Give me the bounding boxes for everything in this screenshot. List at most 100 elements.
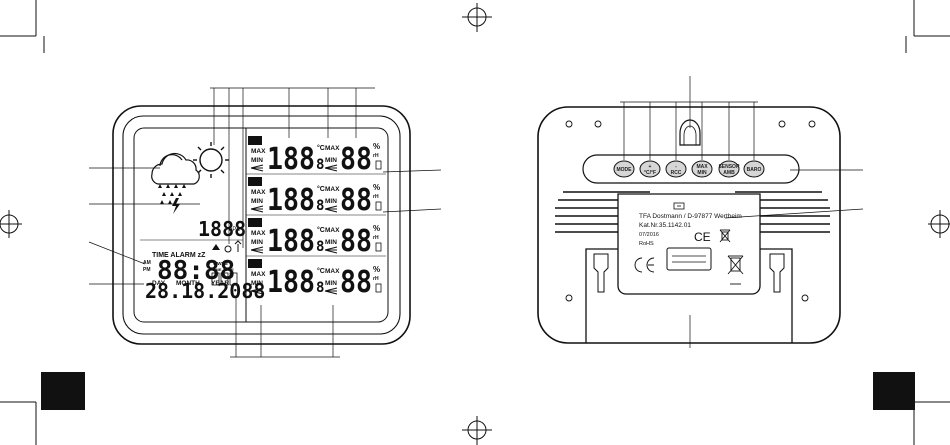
min-label: MIN [325,239,337,246]
battery-icon [375,242,382,252]
button-cap[interactable] [613,160,635,178]
rh-unit: rH [373,235,379,241]
max-label: MAX [325,227,340,234]
rh-unit: rH [373,153,379,159]
button-cap[interactable] [691,160,713,178]
trend-arrow-icon [324,287,338,295]
channel-badge [248,259,262,268]
button-cap[interactable] [718,160,740,178]
channel-badge [248,136,262,145]
battery-latch [666,247,712,271]
max-label: MAX [325,268,340,275]
trend-arrow-icon [324,205,338,213]
channel-badge-label: 1 [253,180,257,187]
min-label: MIN [325,198,337,205]
celsius-unit: °C [317,226,325,234]
button-sublabel: °C/°F [644,170,656,176]
date-display: 28.18.2088 [145,279,265,303]
max-label: MAX [325,145,340,152]
hanging-hole [679,119,701,146]
temperature-value: 188 [267,265,315,300]
clock-display: 88:88 [157,256,235,286]
month-label: MONTH [176,280,200,287]
button-sublabel: MIN [697,170,707,176]
rh-unit: rH [373,276,379,282]
stand-clip-left [593,253,609,293]
front-inner-frame [122,115,401,335]
min-label: MIN [325,280,337,287]
temperature-decimal: 8 [316,239,324,255]
time-zone-label: TIME ZONE [212,267,234,272]
label-line: 07/2016 [639,232,659,238]
humidity-percent-unit: % [373,265,380,274]
registration-marks [0,3,950,445]
button-cap[interactable] [743,160,765,178]
button-cap[interactable] [639,160,661,178]
min-label: MIN [251,198,263,205]
trend-arrow-icon [250,164,264,172]
humidity-percent-unit: % [373,142,380,151]
temperature-decimal: 8 [316,157,324,173]
battery-compartment [617,193,761,295]
button-sublabel: AMB [723,170,735,176]
humidity-value: 88 [340,265,372,300]
min-label: MIN [325,157,337,164]
alarm-bell-icon [224,245,232,253]
page-box-right [873,372,915,410]
button-cap[interactable] [665,160,687,178]
button-sublabel: RCC [671,170,682,176]
channel-badge-label: IN [252,139,259,146]
celsius-unit: °C [317,144,325,152]
min-label: MIN [251,157,263,164]
front-view: 1888 hPa TIME ALARM zZ AM PM 88:88 WWVB … [112,105,411,345]
humidity-value: 88 [340,224,372,259]
button-label: + [649,164,652,170]
time-zone-segments [211,272,238,286]
ce-embossed-icon [634,257,655,273]
trend-arrow-icon [250,205,264,213]
stand-clip-right [769,253,785,293]
humidity-percent-unit: % [373,183,380,192]
celsius-unit: °C [317,267,325,275]
humidity-value: 88 [340,183,372,218]
battery-icon [375,160,382,170]
battery-icon [375,201,382,211]
button-label: SENSOR [718,164,740,170]
trend-arrow-icon [324,164,338,172]
trend-arrow-icon [250,246,264,254]
ce-mark: CE [694,230,711,244]
channel-badge [248,177,262,186]
back-button-1[interactable]: MODE [613,160,635,178]
back-button-3[interactable]: -RCC [665,160,687,178]
temperature-decimal: 8 [316,198,324,214]
battery-icon [673,202,685,210]
temperature-value: 188 [267,224,315,259]
rh-unit: rH [373,194,379,200]
label-line: Kat.Nr.35.1142.01 [639,222,691,229]
back-button-6[interactable]: BARO [743,160,765,178]
temperature-value: 188 [267,183,315,218]
radio-tower-icon [234,240,242,252]
button-label: MODE [617,167,633,173]
button-label: - [675,164,677,170]
celsius-unit: °C [317,185,325,193]
button-panel [582,154,800,184]
button-label: MAX [696,164,708,170]
year-label: YEAR [211,280,229,287]
humidity-value: 88 [340,142,372,177]
weather-forecast-icons [151,142,229,214]
channel-badge-label: 1 [253,262,257,269]
back-button-2[interactable]: +°C/°F [639,160,661,178]
max-label: MAX [251,189,266,196]
cloud-icon [151,152,200,185]
wwvb-label: WWVB [213,261,228,266]
